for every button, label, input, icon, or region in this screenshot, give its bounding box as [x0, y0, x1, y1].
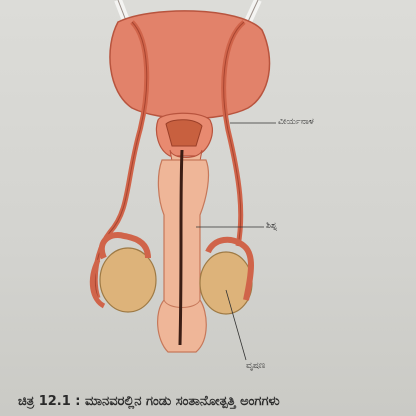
testis-right — [199, 236, 254, 315]
testis-pointer — [225, 289, 247, 361]
label-vas-deferens: ವೀರ್ಯನಾಳ — [278, 117, 314, 127]
caption-text: ಮಾನವರಲ್ಲಿನ ಗಂಡು ಸಂತಾನೋತ್ಪತ್ತಿ ಅಂಗಗಳು — [85, 394, 280, 409]
label-testis: ವೃಷಣ — [246, 361, 266, 371]
penis — [157, 159, 210, 353]
label-penis: ಶಿಶ್ನ — [266, 221, 278, 231]
prostate-gland — [165, 119, 203, 147]
urinary-bladder — [109, 10, 271, 120]
urethra — [178, 149, 184, 346]
testis-left — [89, 232, 157, 313]
caption-number: ಚಿತ್ರ 12.1 : — [18, 394, 81, 409]
figure-caption: ಚಿತ್ರ 12.1 : ಮಾನವರಲ್ಲಿನ ಗಂಡು ಸಂತಾನೋತ್ಪತ್… — [18, 394, 416, 409]
